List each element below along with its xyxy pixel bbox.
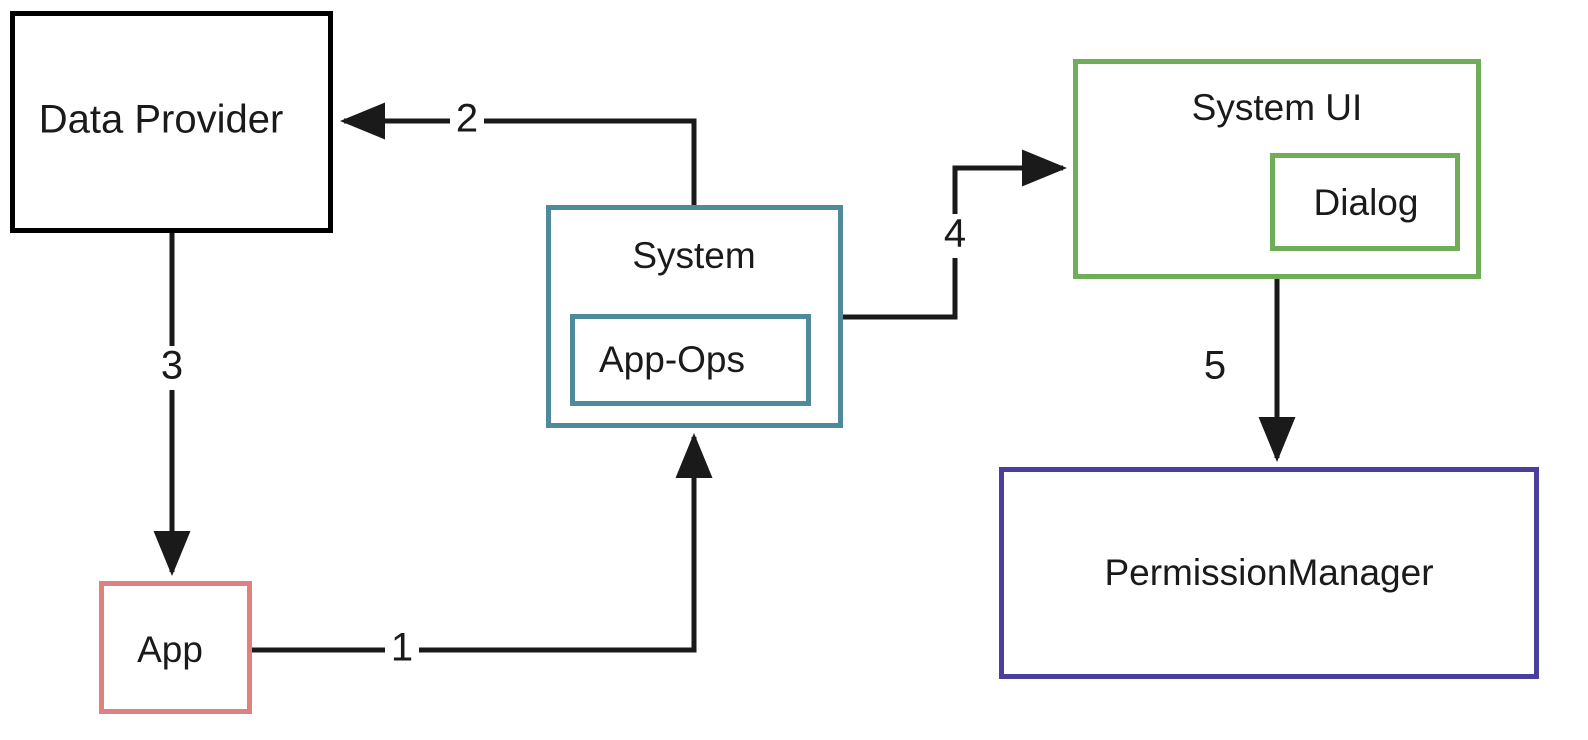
node-app[interactable]: App: [99, 581, 252, 714]
node-app-ops[interactable]: App-Ops: [570, 314, 811, 406]
node-system-ui-label: System UI: [1192, 87, 1363, 128]
edge-label-2-text: 2: [456, 97, 478, 141]
node-app-label: App: [137, 629, 203, 670]
node-dialog-label: Dialog: [1314, 182, 1419, 223]
node-app-ops-box: [570, 314, 811, 406]
edge-1-path: [252, 432, 713, 653]
edge-label-5-backdrop: [1198, 348, 1232, 388]
edge-label-4-text: 4: [944, 212, 966, 256]
edge-label-1-backdrop: [385, 630, 419, 670]
edge-label-3-text: 3: [161, 344, 183, 388]
edge-label-1-text: 1: [391, 626, 413, 670]
edge-label-3-backdrop: [155, 346, 189, 390]
node-app-box: [99, 581, 252, 714]
edge-label-2: 2: [450, 97, 484, 141]
edge-label-5: 5: [1198, 344, 1232, 388]
edge-2-path: [339, 102, 697, 205]
edge-label-2-backdrop: [450, 101, 484, 141]
node-permission-manager-box: [999, 467, 1539, 679]
node-permission-manager-label: PermissionManager: [1104, 552, 1433, 593]
edge-labels-layer: 1 2 3 4 5: [155, 97, 1232, 670]
node-data-provider-box: [10, 11, 333, 233]
node-data-provider[interactable]: Data Provider: [10, 11, 333, 233]
node-dialog[interactable]: Dialog: [1270, 153, 1460, 251]
node-permission-manager[interactable]: PermissionManager: [999, 467, 1539, 679]
node-data-provider-label: Data Provider: [39, 98, 284, 142]
edge-label-1: 1: [385, 626, 419, 670]
node-app-ops-label: App-Ops: [599, 339, 745, 380]
edge-label-4-backdrop: [938, 214, 972, 258]
edge-label-4: 4: [938, 212, 972, 258]
edge-label-5-text: 5: [1204, 344, 1226, 388]
node-dialog-box: [1270, 153, 1460, 251]
edge-label-3: 3: [155, 344, 189, 390]
node-system-label: System: [632, 235, 755, 276]
